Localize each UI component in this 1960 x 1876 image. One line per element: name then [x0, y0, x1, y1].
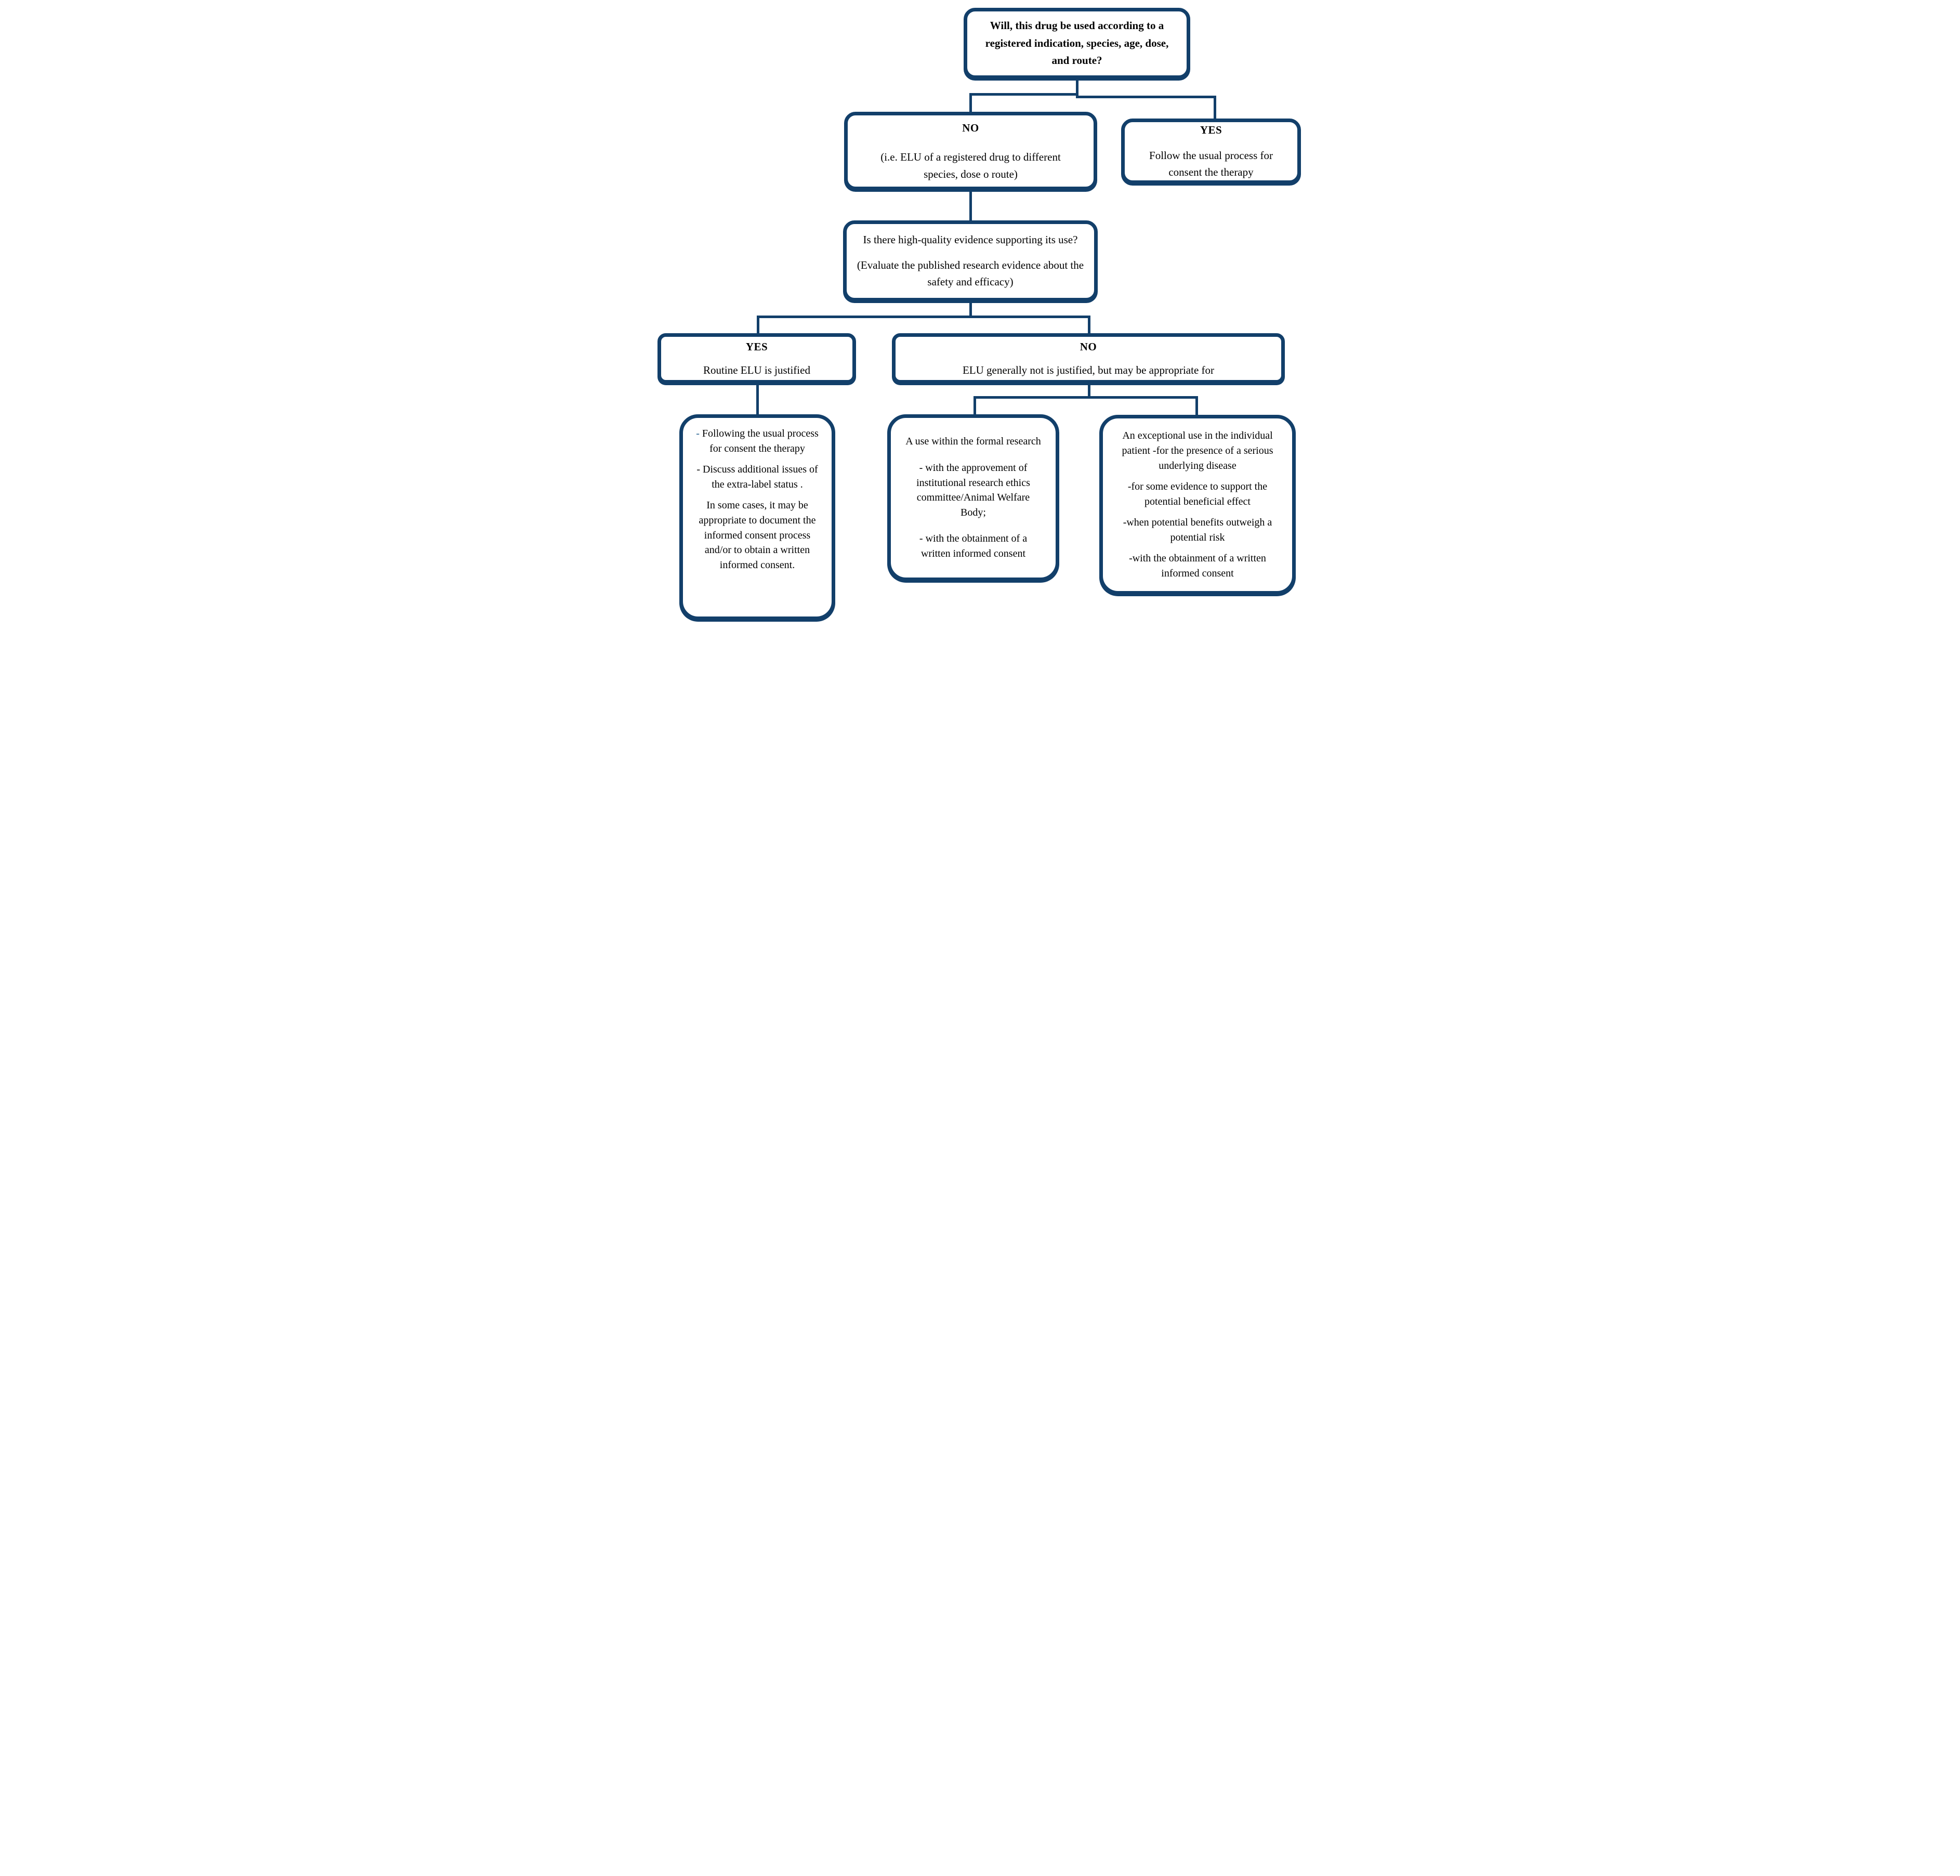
node-text: - Following the usual process for consen… [696, 428, 819, 454]
connector-split3 [974, 396, 1198, 399]
node-text: - with the approvement of institutional … [916, 462, 1030, 518]
blue-dash: - [696, 428, 700, 439]
connector-to-no2 [1088, 316, 1090, 334]
node-outcome-routine-consent: - Following the usual process for consen… [679, 414, 835, 620]
node-text: Will, this drug be used according to a r… [985, 19, 1169, 67]
connector-to-no1 [969, 93, 972, 114]
branch-label-yes: YES [745, 340, 768, 353]
node-text: -with the obtainment of a written inform… [1129, 553, 1266, 580]
connector-to-research [974, 396, 976, 416]
node-text: Routine ELU is justified [703, 363, 810, 376]
node-branch-yes1: YES Follow the usual process for consent… [1121, 119, 1301, 184]
node-text: (i.e. ELU of a registered drug to differ… [880, 151, 1061, 180]
node-subtext: (Evaluate the published research evidenc… [857, 258, 1084, 288]
node-text: A use within the formal research [905, 436, 1041, 448]
connector-no2-down [1088, 383, 1090, 399]
connector-q2-down [969, 300, 972, 318]
node-text: -when potential benefits outweigh a pote… [1123, 517, 1272, 543]
node-text: Follow the usual process for consent the… [1149, 149, 1273, 179]
connector-split2 [757, 316, 1090, 318]
node-text: - with the obtainment of a written infor… [919, 533, 1028, 559]
node-text: - Discuss additional issues of the extra… [696, 464, 818, 490]
connector-yes2-to-outcome [756, 383, 759, 415]
node-text: In some cases, it may be appropriate to … [699, 500, 816, 571]
node-outcome-formal-research: A use within the formal research - with … [887, 414, 1059, 581]
branch-label-no: NO [962, 121, 979, 134]
branch-label-no: NO [1080, 340, 1097, 353]
node-branch-no1: NO (i.e. ELU of a registered drug to dif… [844, 112, 1097, 190]
connector-split1-left [969, 93, 1078, 96]
connector-split1-right [1076, 96, 1216, 98]
node-question-evidence: Is there high-quality evidence supportin… [843, 220, 1098, 301]
branch-label-yes: YES [1200, 124, 1222, 137]
connector-to-yes2 [757, 316, 759, 334]
node-text: -for some evidence to support the potent… [1127, 481, 1268, 507]
node-question-registered-use: Will, this drug be used according to a r… [964, 8, 1190, 79]
connector-to-exceptional [1195, 396, 1198, 416]
node-text: An exceptional use in the individual pat… [1122, 430, 1273, 471]
node-branch-yes2: YES Routine ELU is justified [657, 333, 856, 384]
node-text: ELU generally not is justified, but may … [962, 363, 1215, 376]
connector-no1-to-q2 [969, 189, 972, 221]
node-outcome-exceptional-use: An exceptional use in the individual pat… [1099, 415, 1296, 595]
node-branch-no2: NO ELU generally not is justified, but m… [892, 333, 1285, 384]
connector-q1-down [1076, 78, 1078, 96]
node-text: Is there high-quality evidence supportin… [863, 233, 1078, 246]
connector-to-yes1 [1214, 96, 1216, 121]
elu-decision-flowchart: Will, this drug be used according to a r… [653, 0, 1307, 625]
